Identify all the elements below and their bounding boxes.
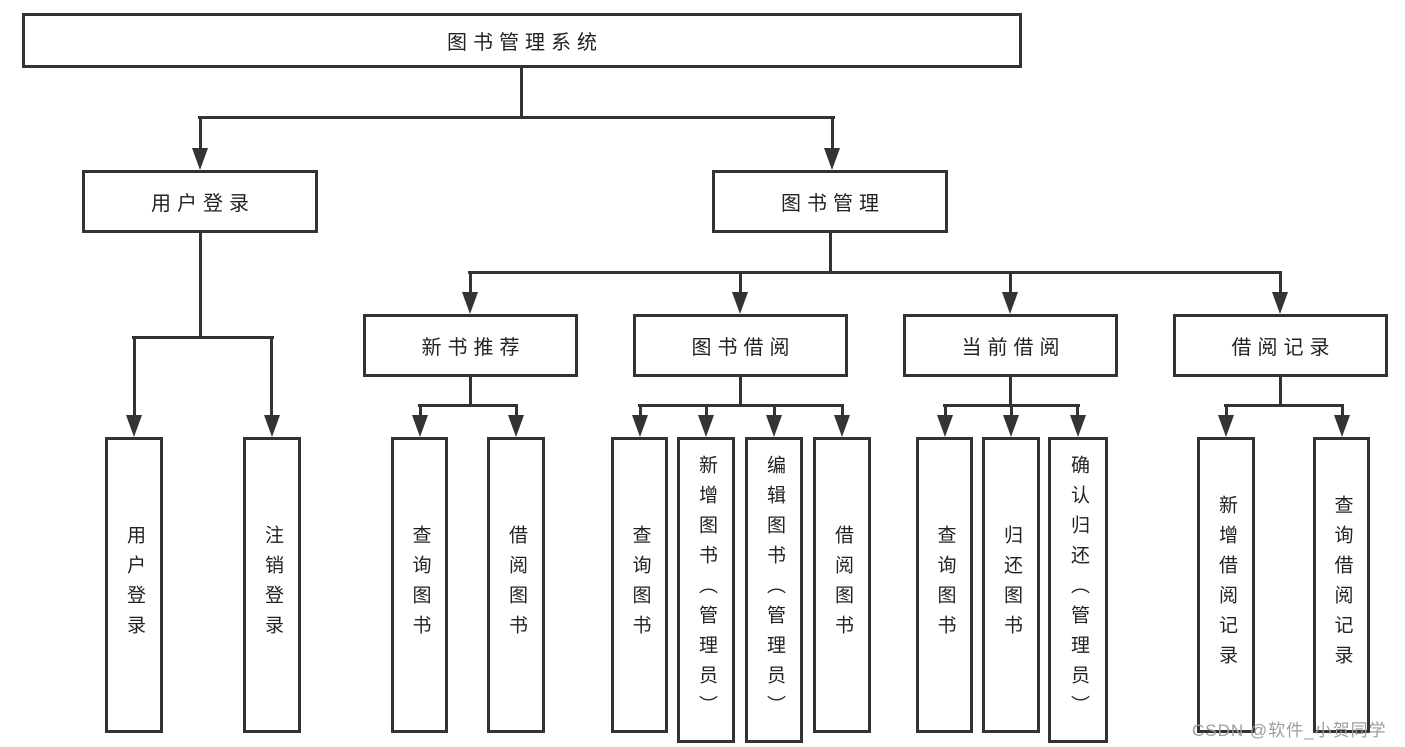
arrow-down-icon bbox=[824, 148, 840, 170]
leaf-query-borrow-record-label: 查询借阅记录 bbox=[1331, 495, 1353, 675]
connector-l2-rail bbox=[198, 116, 835, 119]
leaf-add-book-admin: 新增图书（管理员） bbox=[677, 437, 735, 743]
node-book-borrowing: 图书借阅 bbox=[633, 314, 848, 377]
connector-user-login-drop-2 bbox=[270, 336, 273, 416]
connector-l3-drop-2 bbox=[739, 271, 742, 293]
leaf-add-borrow-record: 新增借阅记录 bbox=[1197, 437, 1255, 733]
leaf-query-books-3-label: 查询图书 bbox=[934, 525, 956, 645]
leaf-query-books-1: 查询图书 bbox=[391, 437, 448, 733]
connector-leaf-drop bbox=[705, 404, 708, 416]
leaf-query-borrow-record: 查询借阅记录 bbox=[1313, 437, 1370, 733]
arrow-down-icon bbox=[1218, 415, 1234, 437]
leaf-return-books: 归还图书 bbox=[982, 437, 1040, 733]
connector-group1-stem bbox=[469, 376, 472, 407]
leaf-return-books-label: 归还图书 bbox=[1000, 525, 1022, 645]
connector-leaf-drop bbox=[1010, 404, 1013, 416]
node-current-borrowing-label: 当前借阅 bbox=[961, 337, 1066, 359]
node-book-borrowing-label: 图书借阅 bbox=[691, 337, 796, 359]
connector-l3-drop-3 bbox=[1009, 271, 1012, 293]
arrow-down-icon bbox=[462, 292, 478, 314]
leaf-edit-book-admin-label: 编辑图书（管理员） bbox=[763, 455, 785, 725]
connector-l2-drop-right bbox=[831, 116, 834, 149]
arrow-down-icon bbox=[412, 415, 428, 437]
connector-leaf-drop bbox=[515, 404, 518, 416]
node-root-label: 图书管理系统 bbox=[447, 32, 603, 54]
arrow-down-icon bbox=[632, 415, 648, 437]
connector-leaf-drop bbox=[773, 404, 776, 416]
node-current-borrowing: 当前借阅 bbox=[903, 314, 1118, 377]
arrow-down-icon bbox=[698, 415, 714, 437]
leaf-add-book-admin-label: 新增图书（管理员） bbox=[695, 455, 717, 725]
node-new-book-recommend-label: 新书推荐 bbox=[421, 337, 526, 359]
connector-l3-drop-1 bbox=[469, 271, 472, 293]
leaf-query-books-2-label: 查询图书 bbox=[629, 525, 651, 645]
leaf-query-books-2: 查询图书 bbox=[611, 437, 668, 733]
leaf-borrow-books-1-label: 借阅图书 bbox=[505, 525, 527, 645]
arrow-down-icon bbox=[264, 415, 280, 437]
node-book-management-label: 图书管理 bbox=[781, 193, 885, 215]
connector-group3-stem bbox=[1009, 376, 1012, 407]
arrow-down-icon bbox=[1070, 415, 1086, 437]
connector-l3-drop-4 bbox=[1279, 271, 1282, 293]
connector-l2-drop-left bbox=[199, 116, 202, 149]
connector-leaf-drop bbox=[639, 404, 642, 416]
connector-group4-rail bbox=[1224, 404, 1344, 407]
connector-leaf-drop bbox=[1225, 404, 1228, 416]
leaf-user-login: 用户登录 bbox=[105, 437, 163, 733]
arrow-down-icon bbox=[508, 415, 524, 437]
arrow-down-icon bbox=[1272, 292, 1288, 314]
arrow-down-icon bbox=[834, 415, 850, 437]
arrow-down-icon bbox=[766, 415, 782, 437]
leaf-edit-book-admin: 编辑图书（管理员） bbox=[745, 437, 803, 743]
arrow-down-icon bbox=[1002, 292, 1018, 314]
node-book-management: 图书管理 bbox=[712, 170, 948, 233]
leaf-confirm-return-admin: 确认归还（管理员） bbox=[1048, 437, 1108, 743]
leaf-confirm-return-admin-label: 确认归还（管理员） bbox=[1067, 455, 1089, 725]
connector-group2-stem bbox=[739, 376, 742, 407]
leaf-user-login-label: 用户登录 bbox=[123, 525, 145, 645]
connector-leaf-drop bbox=[419, 404, 422, 416]
leaf-borrow-books-2-label: 借阅图书 bbox=[831, 525, 853, 645]
node-new-book-recommend: 新书推荐 bbox=[363, 314, 578, 377]
connector-group1-rail bbox=[418, 404, 518, 407]
arrow-down-icon bbox=[1003, 415, 1019, 437]
watermark: CSDN @软件_小贺同学 bbox=[1192, 721, 1387, 740]
connector-user-login-stem bbox=[199, 232, 202, 338]
arrow-down-icon bbox=[192, 148, 208, 170]
leaf-borrow-books-1: 借阅图书 bbox=[487, 437, 545, 733]
connector-leaf-drop bbox=[944, 404, 947, 416]
leaf-logout: 注销登录 bbox=[243, 437, 301, 733]
connector-book-mgmt-stem bbox=[829, 232, 832, 273]
leaf-query-books-3: 查询图书 bbox=[916, 437, 973, 733]
arrow-down-icon bbox=[1334, 415, 1350, 437]
connector-root-stem bbox=[520, 68, 523, 118]
node-borrow-records-label: 借阅记录 bbox=[1231, 337, 1336, 359]
connector-user-login-rail bbox=[132, 336, 274, 339]
arrow-down-icon bbox=[732, 292, 748, 314]
arrow-down-icon bbox=[937, 415, 953, 437]
node-root: 图书管理系统 bbox=[22, 13, 1022, 68]
arrow-down-icon bbox=[126, 415, 142, 437]
connector-l3-rail bbox=[468, 271, 1282, 274]
leaf-query-books-1-label: 查询图书 bbox=[409, 525, 431, 645]
node-user-login-label: 用户登录 bbox=[151, 193, 255, 215]
node-borrow-records: 借阅记录 bbox=[1173, 314, 1388, 377]
leaf-add-borrow-record-label: 新增借阅记录 bbox=[1215, 495, 1237, 675]
leaf-borrow-books-2: 借阅图书 bbox=[813, 437, 871, 733]
connector-leaf-drop bbox=[841, 404, 844, 416]
connector-group2-rail bbox=[638, 404, 844, 407]
connector-group4-stem bbox=[1279, 376, 1282, 407]
connector-leaf-drop bbox=[1341, 404, 1344, 416]
node-user-login: 用户登录 bbox=[82, 170, 318, 233]
connector-user-login-drop-1 bbox=[133, 336, 136, 416]
connector-leaf-drop bbox=[1076, 404, 1079, 416]
leaf-logout-label: 注销登录 bbox=[261, 525, 283, 645]
